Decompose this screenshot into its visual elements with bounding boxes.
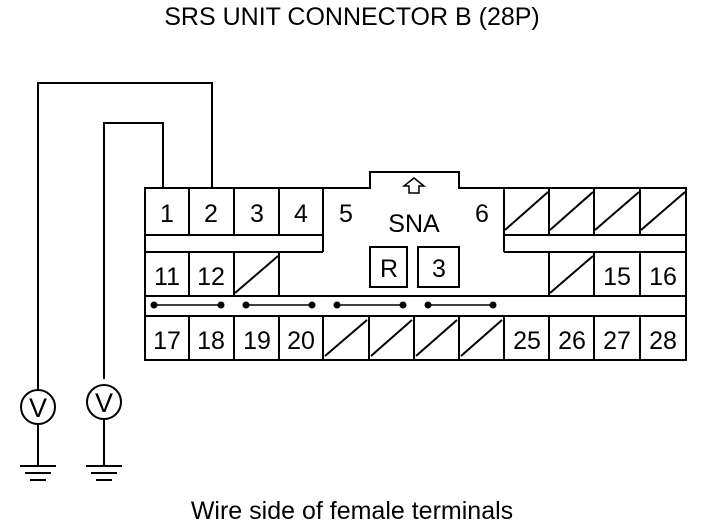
pin-1-label: 1	[160, 200, 174, 228]
pin-20-label: 20	[287, 327, 315, 355]
voltmeter-symbol: V	[95, 388, 113, 418]
voltmeter-icon	[86, 384, 122, 481]
voltmeter-icon	[20, 389, 56, 481]
probe-wire-pin-1	[103, 122, 164, 379]
pin-25-label: 25	[513, 327, 541, 355]
pin-5-label: 5	[339, 200, 353, 228]
pin-2-label: 2	[204, 200, 218, 228]
short-bar-dots	[150, 301, 497, 309]
pin-16-label: 16	[649, 263, 677, 291]
pin-12-label: 12	[197, 263, 225, 291]
voltmeter-symbol: V	[29, 393, 47, 423]
pin-26-label: 26	[558, 327, 586, 355]
diagram-title: SRS UNIT CONNECTOR B (28P)	[164, 3, 540, 31]
pin-18-label: 18	[197, 327, 225, 355]
pin-3-label: 3	[250, 200, 264, 228]
cavity-3-label: 3	[432, 255, 446, 283]
pin-28-label: 28	[649, 327, 677, 355]
cavity-r	[369, 246, 408, 288]
pin-4-label: 4	[294, 200, 308, 228]
pin-11-label: 11	[154, 263, 180, 291]
pin-27-label: 27	[603, 327, 631, 355]
pin-19-label: 19	[243, 327, 271, 355]
pin-6-label: 6	[475, 200, 489, 228]
key-arrow-icon	[401, 177, 427, 194]
connector-body	[144, 171, 687, 361]
probe-wire-pin-2	[37, 82, 213, 391]
diagram-caption: Wire side of female terminals	[190, 497, 514, 525]
cavity-r-label: R	[380, 255, 398, 283]
pin-17-label: 17	[153, 327, 181, 355]
pin-15-label: 15	[603, 263, 631, 291]
key-label: SNA	[388, 210, 440, 238]
cavity-3	[417, 246, 460, 288]
